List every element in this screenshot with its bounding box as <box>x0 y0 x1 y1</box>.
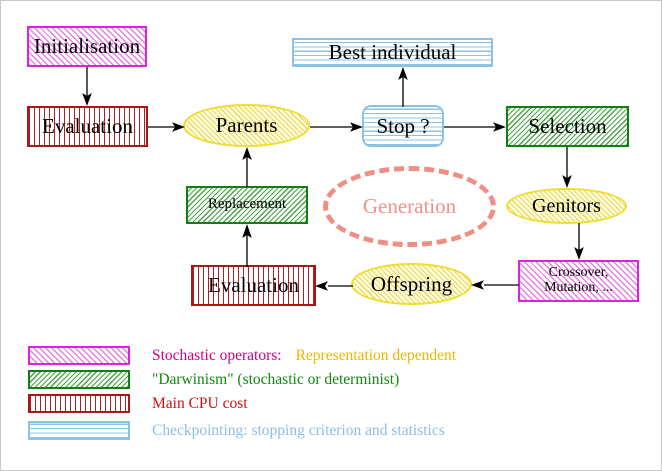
node-offspring-label: Offspring <box>370 271 453 296</box>
node-stop[interactable]: Stop ? <box>362 105 444 147</box>
node-generation-label: Generation <box>362 194 457 218</box>
node-evaluation-bottom[interactable]: Evaluation <box>191 265 316 306</box>
legend-text-darwinism: "Darwinism" (stochastic or determinist) <box>152 370 400 388</box>
legend-swatch-vertical-red-hatch <box>28 394 130 413</box>
node-replacement[interactable]: Replacement <box>186 186 308 224</box>
node-parents[interactable]: Parents <box>183 104 310 147</box>
node-initialisation[interactable]: Initialisation <box>27 26 147 67</box>
arrow-genitors-to-crossover <box>571 223 587 261</box>
arrow-crossover-to-offspring <box>471 277 519 293</box>
node-selection-label: Selection <box>528 114 607 139</box>
node-best-individual[interactable]: Best individual <box>292 38 493 67</box>
legend-text-main-cpu-cost: Main CPU cost <box>152 394 248 412</box>
legend-text-stochastic-operators: Stochastic operators: <box>152 346 282 364</box>
legend-row-stochastic-operators: Stochastic operators: Representation depe… <box>28 346 456 365</box>
legend-label-stochastic-operators: Stochastic operators: Representation depe… <box>152 347 456 365</box>
node-evaluation-top-label: Evaluation <box>42 114 133 139</box>
legend-swatch-diagonal-magenta-hatch <box>28 346 130 365</box>
node-crossover-mutation-label-line2: Mutation, ... <box>544 280 613 295</box>
node-genitors[interactable]: Genitors <box>506 188 627 224</box>
node-genitors-label: Genitors <box>532 194 601 217</box>
arrow-initialisation-to-evaluation <box>79 67 95 107</box>
node-crossover-mutation[interactable]: Crossover, Mutation, ... <box>518 260 639 302</box>
legend-row-checkpointing: Checkpointing: stopping criterion and st… <box>28 421 445 440</box>
legend-swatch-diagonal-green-hatch <box>28 370 130 389</box>
arrow-stop-to-best-individual <box>395 66 411 107</box>
node-selection[interactable]: Selection <box>506 106 629 147</box>
arrow-evaluation-to-parents <box>148 119 186 135</box>
arrow-selection-to-genitors <box>559 147 575 189</box>
arrow-replacement-to-parents <box>239 146 255 187</box>
legend-text-checkpointing: Checkpointing: stopping criterion and st… <box>152 421 445 439</box>
arrow-stop-to-selection <box>444 119 507 135</box>
arrow-evaluation-to-replacement <box>239 223 255 267</box>
legend-text-representation-dependent: Representation dependent <box>295 346 457 364</box>
legend-row-darwinism: "Darwinism" (stochastic or determinist) <box>28 370 399 389</box>
node-offspring[interactable]: Offspring <box>351 263 472 305</box>
node-best-individual-label: Best individual <box>328 40 457 65</box>
arrow-offspring-to-evaluation <box>315 278 353 294</box>
node-replacement-label: Replacement <box>207 196 287 213</box>
legend-row-main-cpu-cost: Main CPU cost <box>28 394 248 413</box>
node-evaluation-top[interactable]: Evaluation <box>27 106 148 147</box>
node-stop-label: Stop ? <box>376 113 430 138</box>
node-evaluation-bottom-label: Evaluation <box>208 273 299 298</box>
arrow-parents-to-stop <box>310 119 364 135</box>
node-crossover-mutation-label-line1: Crossover, <box>548 265 609 281</box>
legend-swatch-horizontal-blue-hatch <box>28 421 130 440</box>
node-parents-label: Parents <box>215 113 278 138</box>
node-generation-loop: Generation <box>323 166 496 247</box>
node-initialisation-label: Initialisation <box>33 34 141 59</box>
